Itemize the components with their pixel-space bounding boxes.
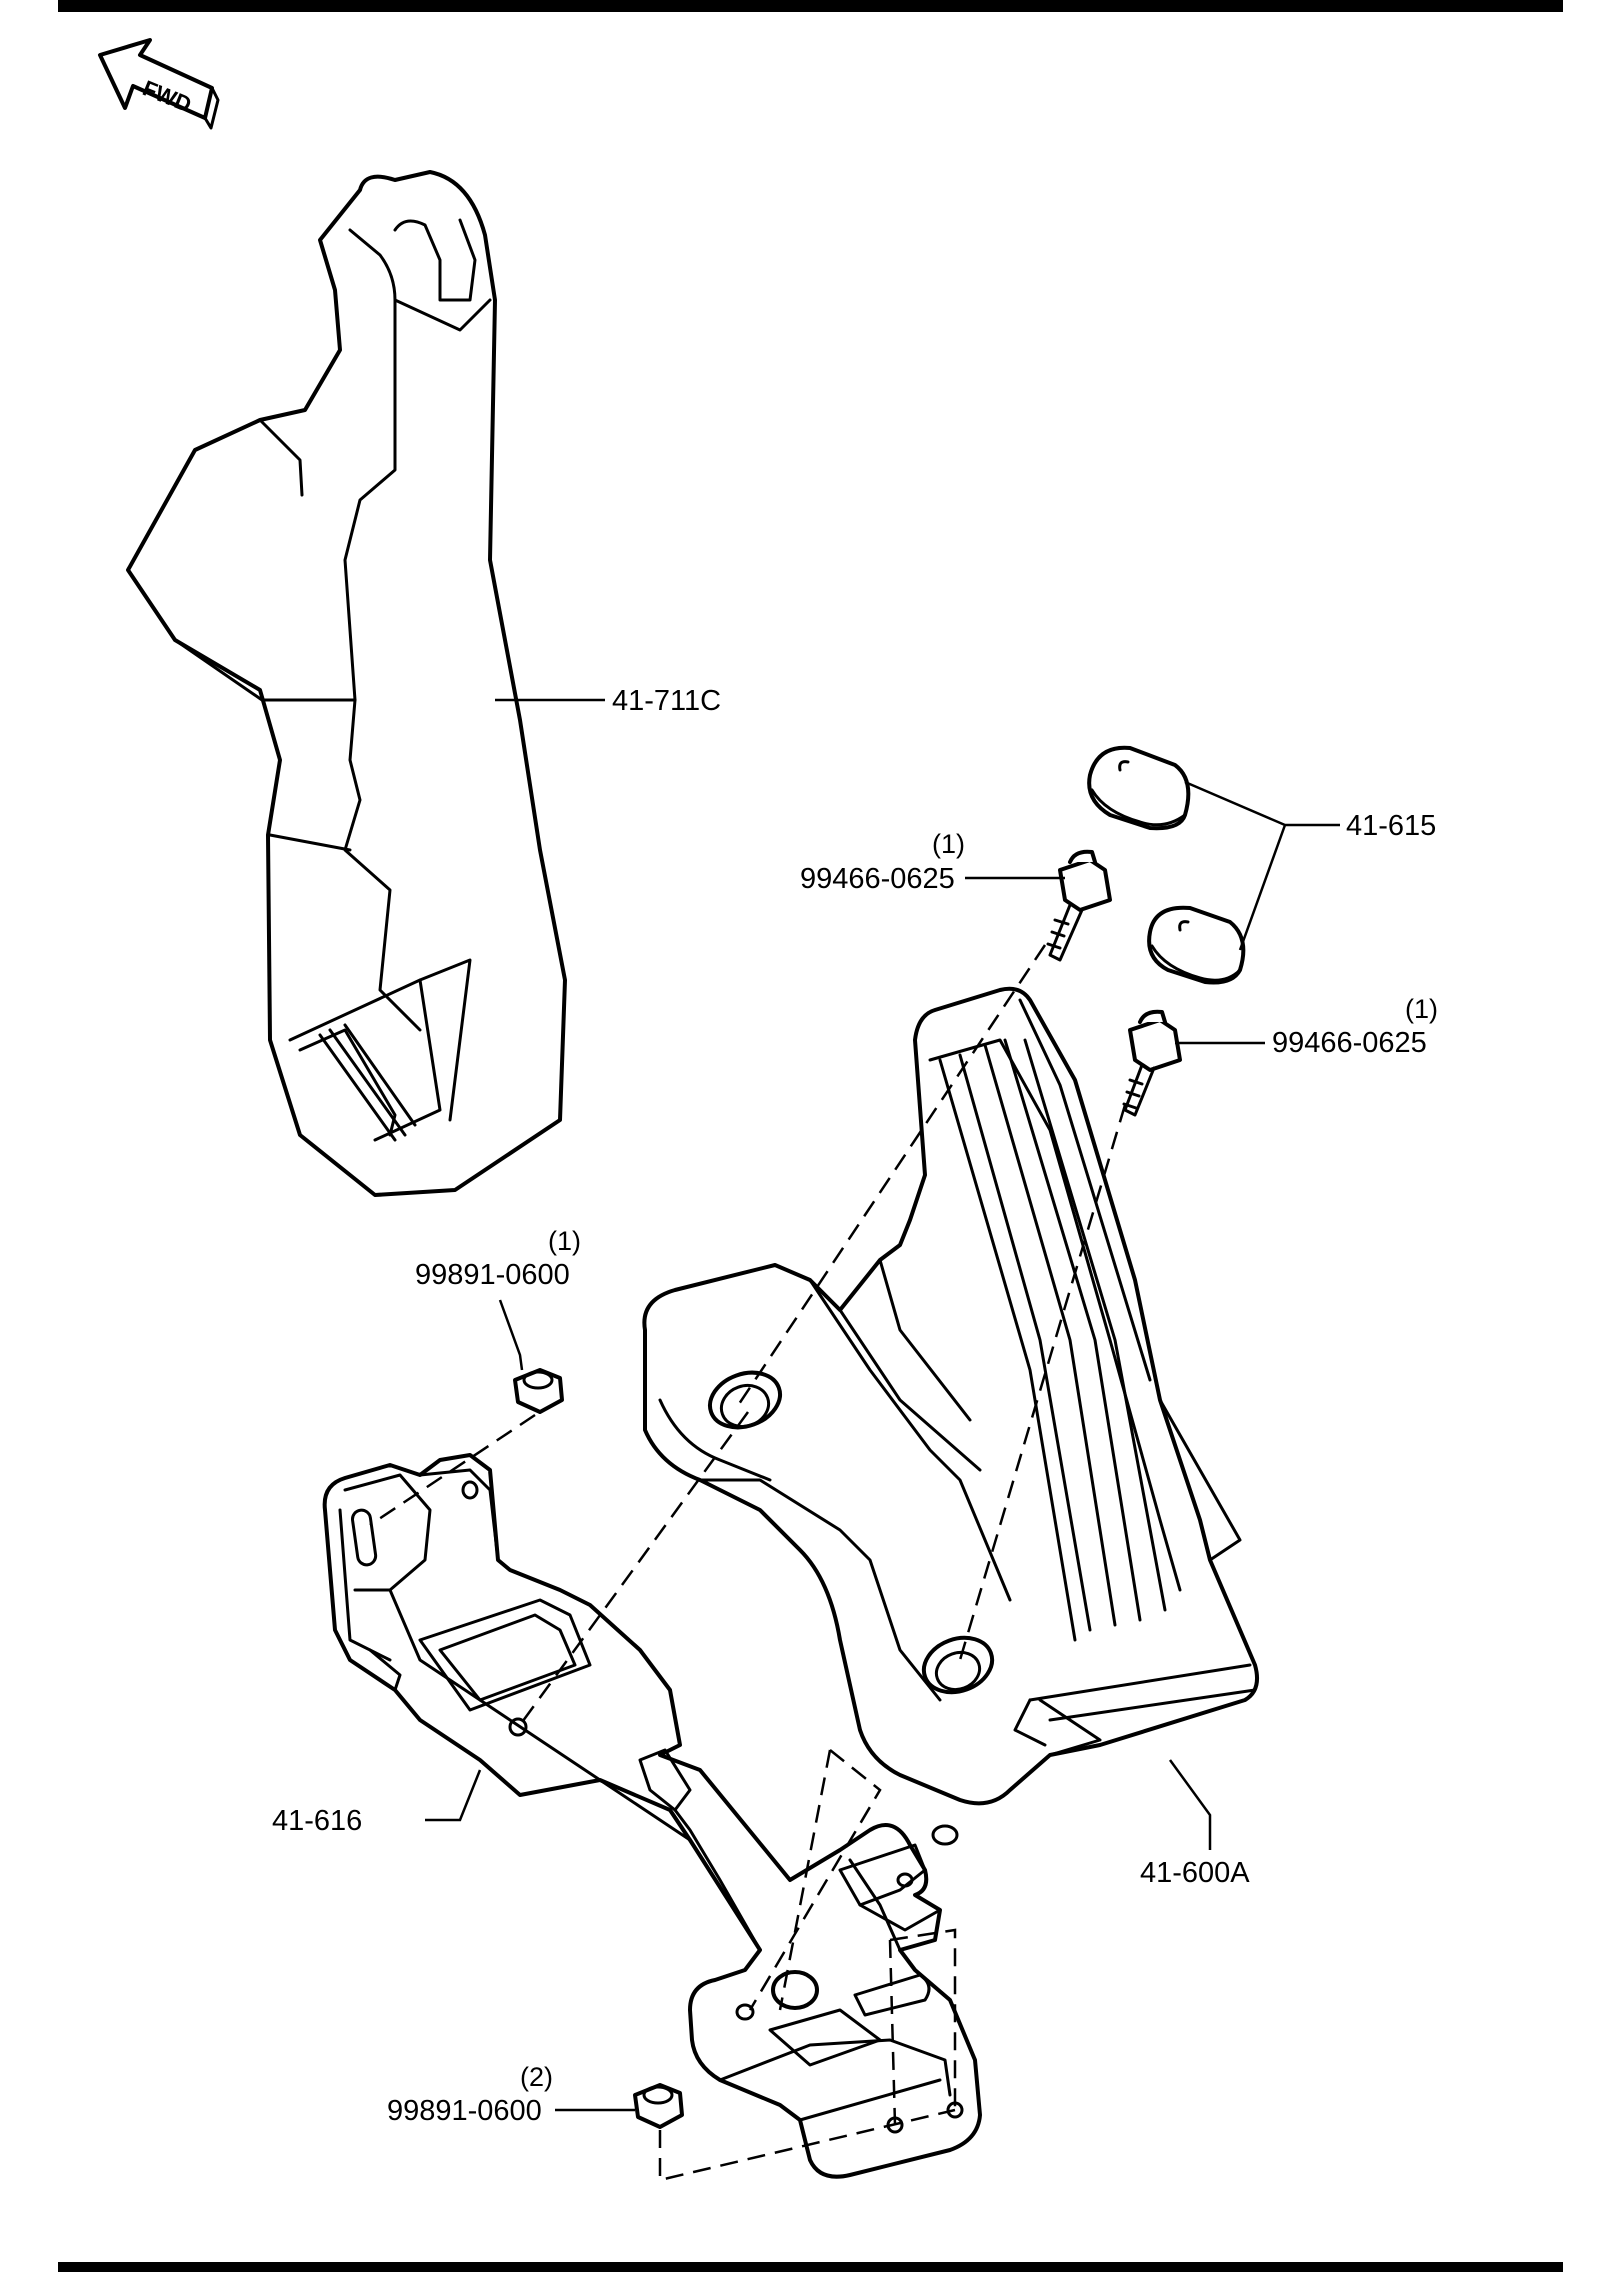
assembly-guide-lines	[369, 944, 1127, 2182]
qty-bolt-lower: (1)	[1405, 994, 1438, 1024]
upper-cover-part	[126, 170, 567, 1197]
qty-bolt-upper: (1)	[932, 829, 965, 859]
label-41-600A: 41-600A	[1140, 1857, 1250, 1889]
nut-part-upper	[513, 1368, 564, 1414]
label-41-616: 41-616	[272, 1805, 362, 1837]
label-99891-0600-upper: 99891-0600	[415, 1259, 570, 1291]
bolt-part-lower	[1122, 1009, 1182, 1117]
label-99466-0625-upper: 99466-0625	[800, 863, 955, 895]
pad-part-lower	[1147, 905, 1246, 985]
nut-part-lower	[633, 2083, 684, 2129]
bolt-part-upper	[1046, 849, 1112, 962]
qty-nut-lower: (2)	[520, 2062, 553, 2092]
label-41-711C: 41-711C	[612, 685, 721, 717]
label-41-615: 41-615	[1346, 810, 1436, 842]
leader-lines	[425, 698, 1340, 2112]
bracket-part	[322, 1453, 982, 2179]
qty-nut-upper: (1)	[548, 1226, 581, 1256]
label-99466-0625-lower: 99466-0625	[1272, 1027, 1427, 1059]
top-border	[58, 0, 1563, 12]
label-99891-0600-lower: 99891-0600	[387, 2095, 542, 2127]
pad-part-upper	[1087, 745, 1191, 831]
pedal-assembly-part	[642, 986, 1259, 1806]
fwd-arrow-icon: FWD	[98, 38, 220, 130]
bottom-border	[58, 2262, 1563, 2272]
